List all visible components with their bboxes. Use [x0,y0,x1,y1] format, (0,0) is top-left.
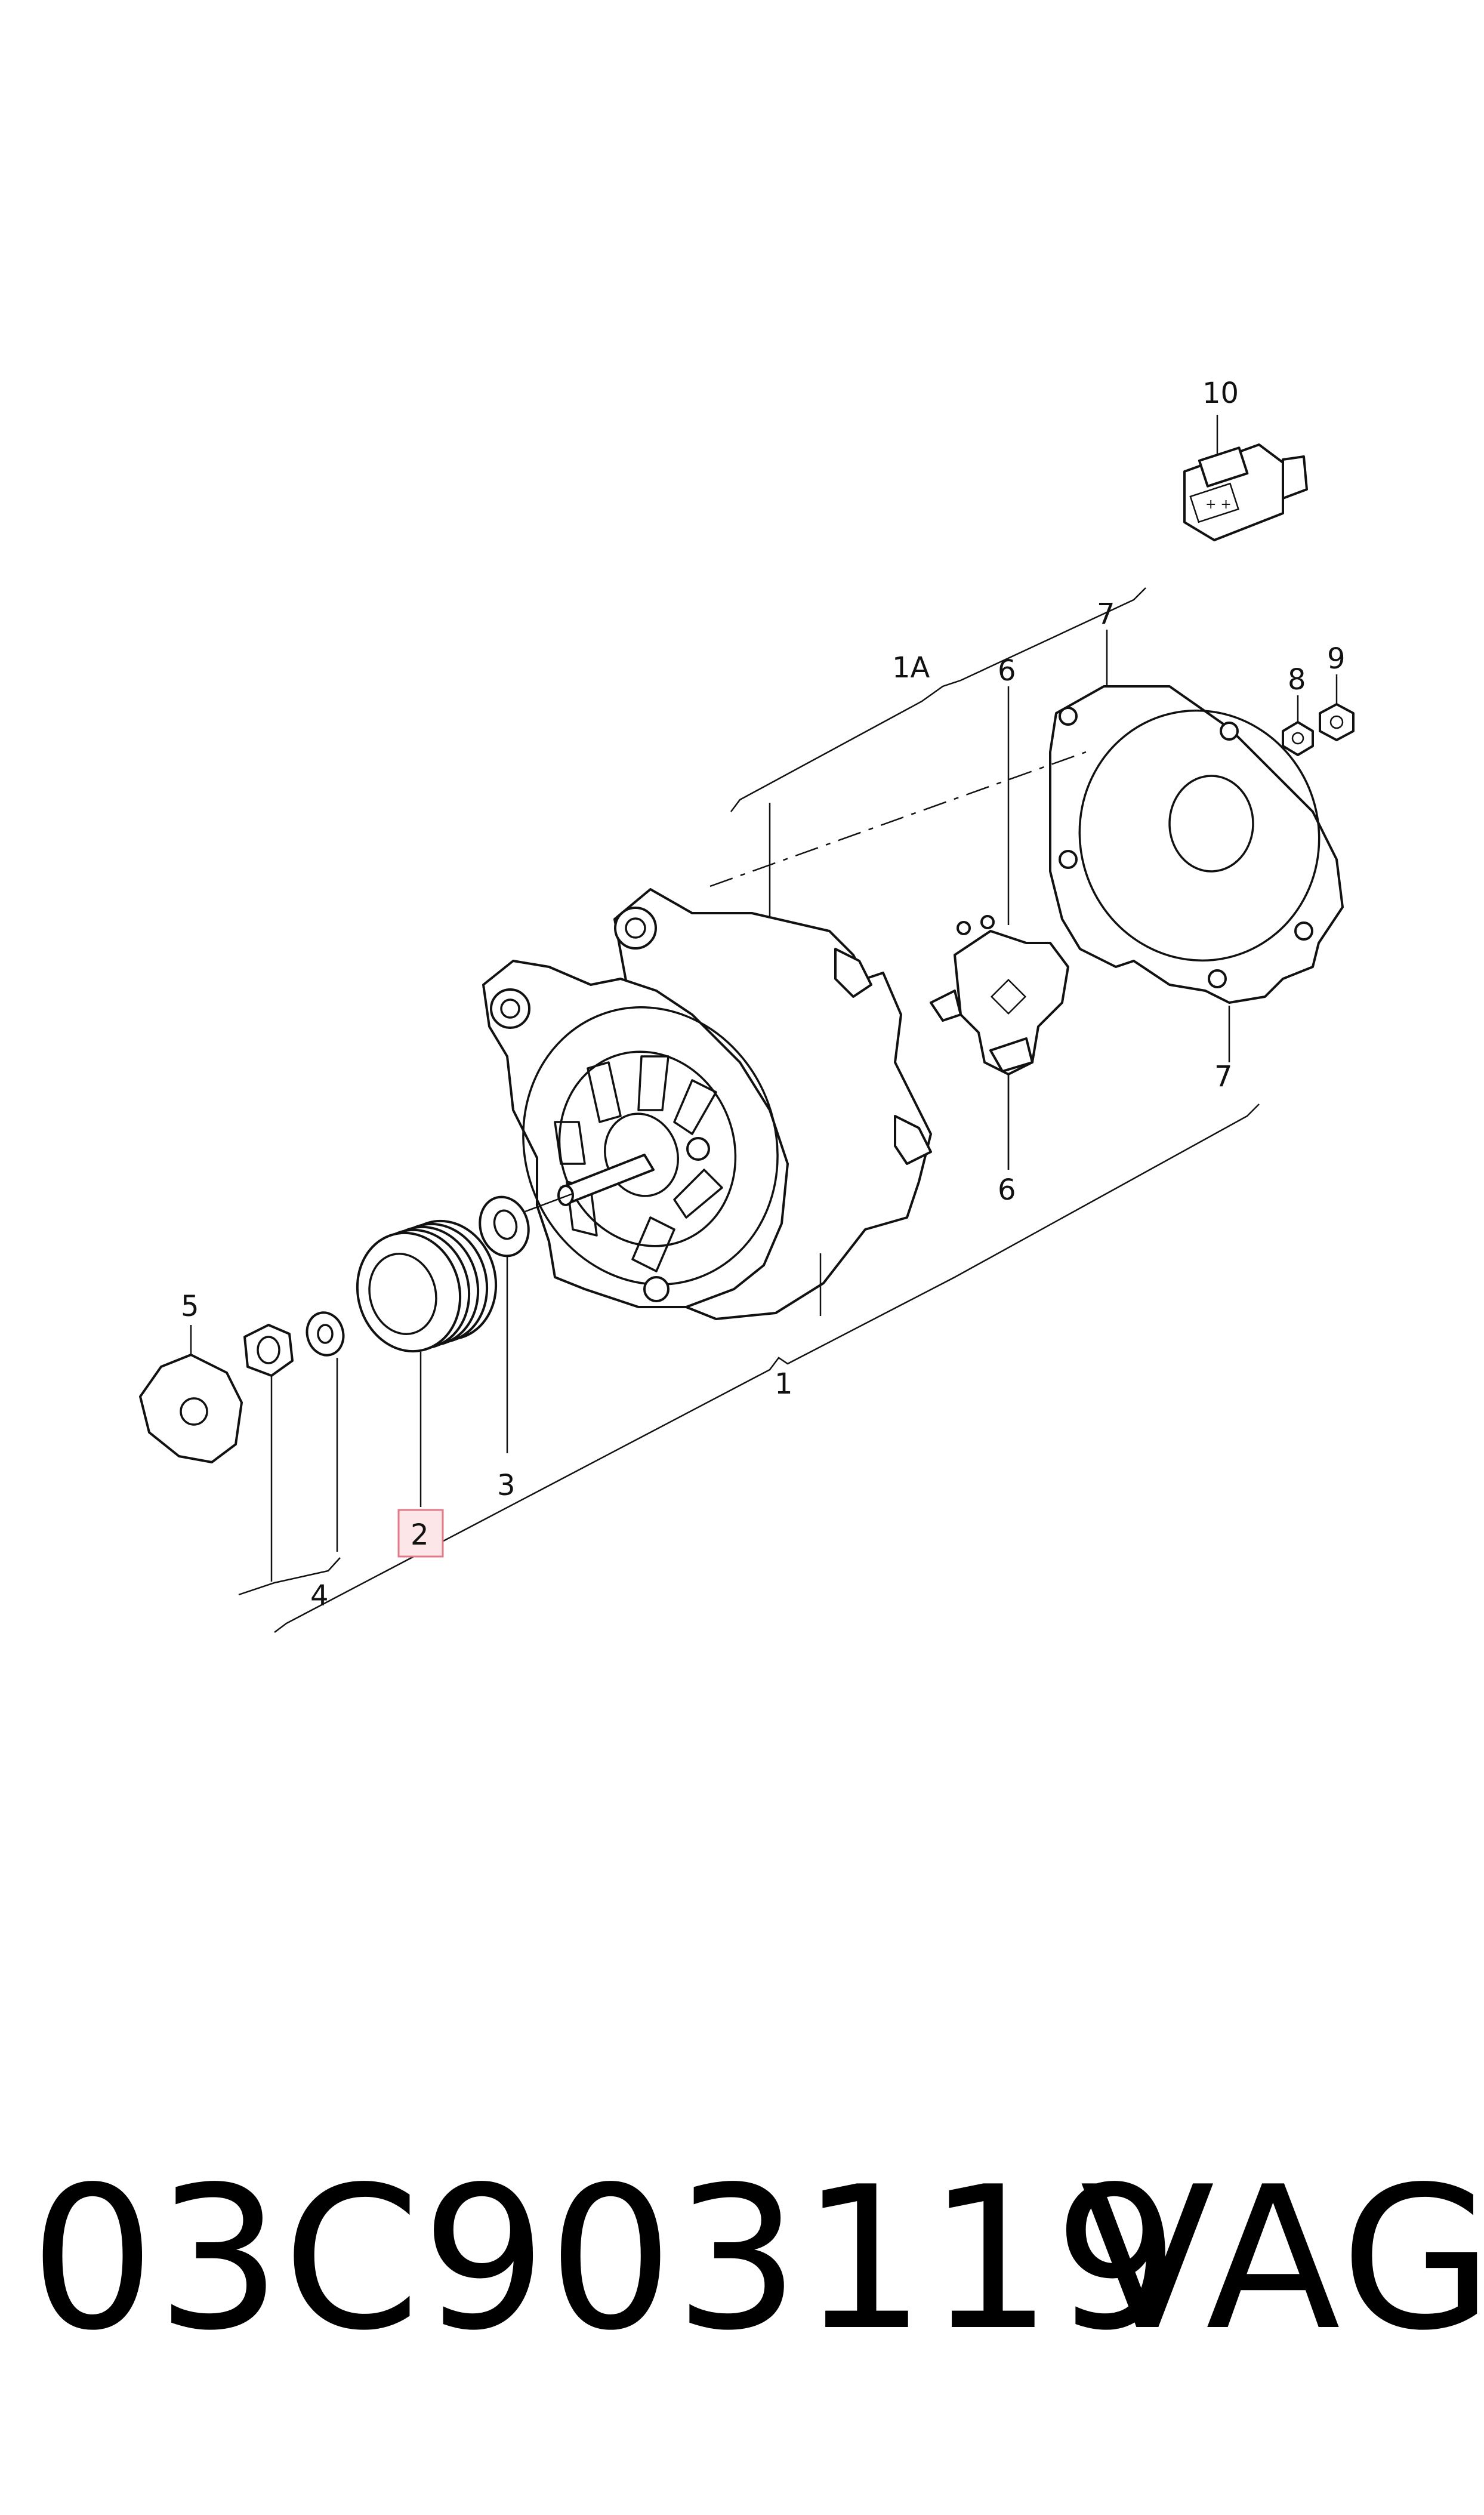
rear-cover-part-7 [1049,630,1344,1062]
callout-5: 5 [181,1290,199,1323]
callout-1: 1 [775,1367,793,1401]
callout-8: 8 [1288,663,1306,696]
nut-part-9 [1319,674,1355,741]
callout-3: 3 [497,1469,516,1502]
callout-2: 2 [411,1518,429,1552]
brand-name: VAG [1080,2144,1484,2374]
part-number: 03C903119 [30,2144,1181,2374]
callout-9: 9 [1327,642,1346,676]
callout-2-highlight[interactable]: 2 [397,1509,444,1558]
callout-10: 10 [1202,377,1239,410]
callout-6-top: 6 [998,654,1016,688]
callout-6-bottom: 6 [998,1173,1016,1207]
callout-4: 4 [310,1579,329,1613]
washer-part-3 [479,1195,530,1453]
svg-text:+ +: + + [1205,497,1232,512]
assembly-axis-line [709,751,1087,887]
axis-line-front [525,1192,573,1213]
callout-7-bottom: 7 [1214,1060,1233,1093]
regulator-part-6 [930,686,1069,1170]
alternator-body-part-1 [482,888,932,1320]
footer: 03C903119 VAG [30,2144,1484,2411]
leader-lines [274,587,1260,1633]
connector-part-10: + + [1183,415,1308,541]
callout-1a: 1A [892,651,930,685]
nut-washer-part-4 [238,1311,345,1596]
callout-7-top: 7 [1097,597,1115,631]
cap-part-5 [139,1325,243,1463]
nut-part-8 [1282,695,1314,756]
pulley-part-2 [356,1219,498,1507]
